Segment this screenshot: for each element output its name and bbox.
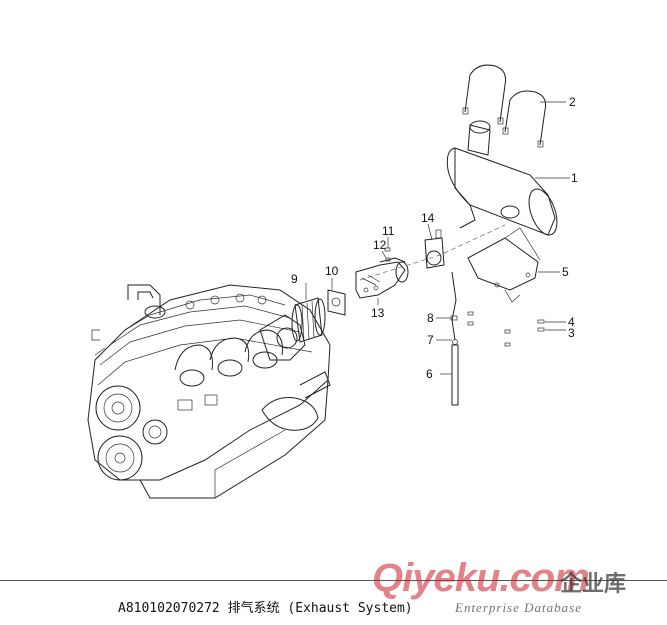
leader-lines [305,101,570,375]
callout-4: 4 [568,315,575,329]
assembly-centerline [359,224,506,281]
muffler [446,120,558,236]
support-rod [450,271,459,406]
diagram-caption: A810102070272 排气系统 (Exhaust System) [118,601,413,616]
callout-14: 14 [421,211,435,225]
callout-2: 2 [569,95,576,109]
callout-11: 11 [382,224,395,238]
footer-rule [0,580,667,581]
watermark-sub: Enterprise Database [455,600,582,615]
watermark-logo: Qiyeku.com 企业库 Enterprise Database [360,556,660,622]
mounting-bracket [467,227,541,303]
bolts-11-12 [384,247,391,262]
callout-8: 8 [427,311,434,325]
callout-7: 7 [427,333,434,347]
watermark-brand: Qiyeku.com [372,556,590,600]
callout-3: 3 [568,326,575,340]
flange-plate [327,289,346,316]
callout-5: 5 [562,265,569,279]
callout-6: 6 [426,367,433,381]
elbow-pipe [355,257,409,299]
u-bolts [462,64,546,148]
callout-10: 10 [325,264,339,278]
exhaust-bellows [291,297,326,343]
nuts-washers-3-4 [467,311,545,347]
clamp-bracket [424,229,445,269]
engine-block [87,284,331,499]
watermark-cn: 企业库 [560,572,627,597]
callout-1: 1 [571,171,578,185]
callout-13: 13 [371,306,385,320]
callout-9: 9 [291,272,298,286]
callout-12: 12 [373,238,387,252]
